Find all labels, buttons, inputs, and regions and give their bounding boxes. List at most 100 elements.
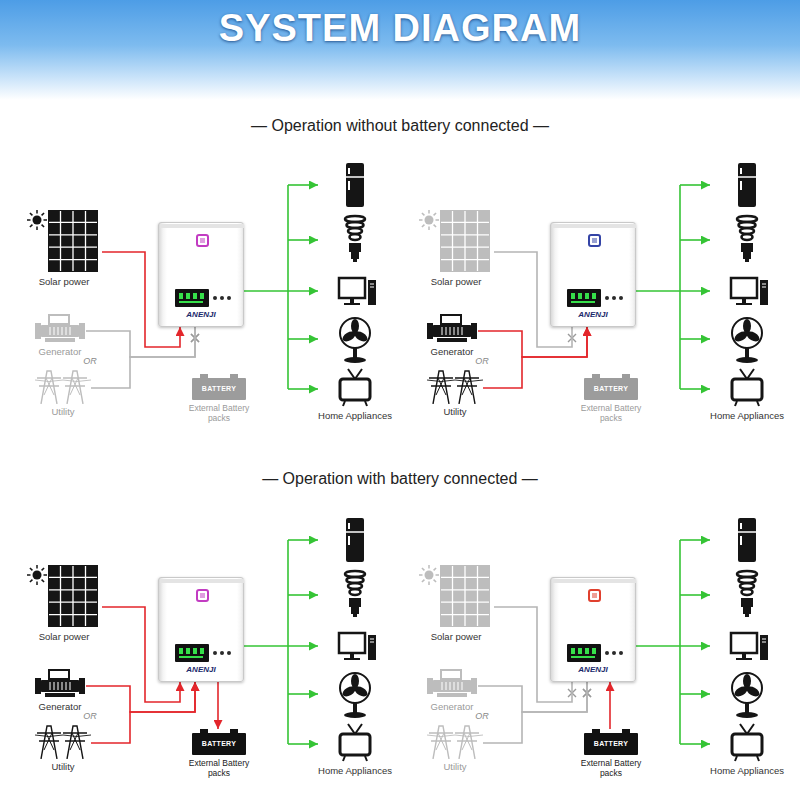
drawing-path bbox=[735, 756, 759, 761]
drawing-rect bbox=[48, 210, 98, 272]
green-power-line bbox=[244, 645, 318, 647]
appliances-label: Home Appliances bbox=[710, 410, 784, 422]
drawing-line bbox=[346, 531, 364, 533]
brand-logo: ANENJI bbox=[159, 310, 243, 320]
drawing-circle bbox=[612, 651, 616, 655]
drawing-line bbox=[30, 568, 32, 570]
drawing-path bbox=[462, 733, 472, 750]
drawing-path bbox=[70, 378, 80, 395]
title-banner: SYSTEM DIAGRAM bbox=[0, 0, 800, 100]
drawing-line bbox=[442, 327, 443, 335]
drawing-rect bbox=[79, 678, 85, 694]
solar-panel: Solar power bbox=[26, 557, 102, 643]
green-power-line bbox=[636, 645, 710, 647]
appliance-icons bbox=[318, 518, 392, 763]
drawing-path bbox=[459, 371, 475, 404]
home-appliances: Home Appliances bbox=[710, 518, 784, 777]
drawing-ellipse bbox=[350, 589, 361, 595]
drawing-rect bbox=[736, 303, 752, 305]
drawing-line bbox=[42, 225, 44, 227]
drawing-rect bbox=[346, 518, 364, 562]
drawing-rect bbox=[740, 181, 742, 190]
drawing-rect bbox=[340, 379, 370, 400]
source-label: Generator bbox=[431, 701, 474, 713]
drawing-line bbox=[49, 222, 97, 223]
distribution-branch bbox=[288, 184, 318, 186]
source-label: Generator bbox=[39, 346, 82, 358]
drawing-line bbox=[462, 327, 463, 335]
drawing-path bbox=[67, 371, 83, 404]
home-appliances: Home Appliances bbox=[710, 163, 784, 422]
util-icon bbox=[427, 368, 483, 404]
red-power-line bbox=[217, 682, 219, 729]
drawing-line bbox=[72, 211, 73, 271]
drawing-line bbox=[446, 327, 447, 335]
drawing-line bbox=[58, 682, 59, 690]
drawing-rect bbox=[45, 338, 75, 342]
drawing-rect bbox=[432, 680, 472, 692]
distribution-trunk bbox=[287, 185, 289, 389]
drawing-circle bbox=[213, 651, 217, 655]
drawing-circle bbox=[33, 571, 42, 580]
home-appliances: Home Appliances bbox=[318, 163, 392, 422]
drawing-rect bbox=[40, 680, 80, 692]
drawing-rect bbox=[738, 163, 756, 207]
distribution-branch bbox=[288, 539, 318, 541]
drawing-rect bbox=[741, 598, 753, 607]
drawing-ellipse bbox=[353, 330, 369, 344]
drawing-line bbox=[446, 682, 447, 690]
drawing-rect bbox=[79, 323, 85, 339]
drawing-rect bbox=[179, 656, 203, 658]
drawing-rect bbox=[200, 238, 205, 243]
or-label: OR bbox=[475, 356, 489, 367]
solar-icon bbox=[26, 557, 102, 629]
distribution-trunk bbox=[679, 185, 681, 389]
drawing-line bbox=[441, 577, 489, 578]
util-icon bbox=[427, 723, 483, 759]
drawing-rect bbox=[427, 678, 433, 694]
drawing-path bbox=[44, 733, 54, 750]
distribution-branch bbox=[680, 594, 710, 596]
drawing-rect bbox=[344, 303, 360, 305]
drawing-circle bbox=[227, 296, 231, 300]
source-label: Solar power bbox=[39, 631, 90, 643]
drawing-rect bbox=[45, 693, 75, 697]
battery-pack: BATTERYExternal Battery packs bbox=[187, 729, 251, 778]
drawing-line bbox=[66, 682, 67, 690]
drawing-path bbox=[433, 371, 449, 404]
drawing-ellipse bbox=[341, 685, 357, 699]
drawing-line bbox=[36, 210, 38, 214]
drawing-line bbox=[434, 568, 436, 570]
battery-body: BATTERY bbox=[192, 374, 246, 400]
generator: Generator bbox=[34, 669, 86, 713]
drawing-rect bbox=[193, 648, 197, 654]
drawing-ellipse bbox=[742, 234, 753, 240]
drawing-line bbox=[436, 574, 440, 576]
red-power-line bbox=[483, 327, 587, 388]
drawing-rect bbox=[197, 590, 208, 601]
drawing-line bbox=[464, 211, 465, 271]
drawing-line bbox=[30, 580, 32, 582]
source-label: Solar power bbox=[39, 276, 90, 288]
drawing-line bbox=[54, 682, 55, 690]
drawing-rect bbox=[441, 670, 461, 679]
drawing-rect bbox=[589, 235, 600, 246]
battery-label: External Battery packs bbox=[187, 758, 251, 778]
drawing-rect bbox=[353, 259, 357, 262]
drawing-line bbox=[762, 639, 766, 640]
drawing-rect bbox=[175, 644, 209, 662]
drawing-rect bbox=[578, 293, 582, 299]
diagram-title: SYSTEM DIAGRAM bbox=[0, 5, 800, 51]
drawing-rect bbox=[571, 648, 575, 654]
drawing-line bbox=[441, 247, 489, 248]
section-heading: — Operation without battery connected — bbox=[251, 116, 549, 136]
drawing-path bbox=[436, 378, 446, 395]
drawing-line bbox=[70, 682, 71, 690]
drawing-line bbox=[49, 589, 97, 590]
drawing-rect bbox=[160, 224, 244, 228]
drawing-rect bbox=[741, 243, 753, 252]
drawing-circle bbox=[227, 651, 231, 655]
drawing-rect bbox=[743, 252, 751, 259]
drawing-line bbox=[85, 211, 86, 271]
drawing-line bbox=[49, 577, 97, 578]
